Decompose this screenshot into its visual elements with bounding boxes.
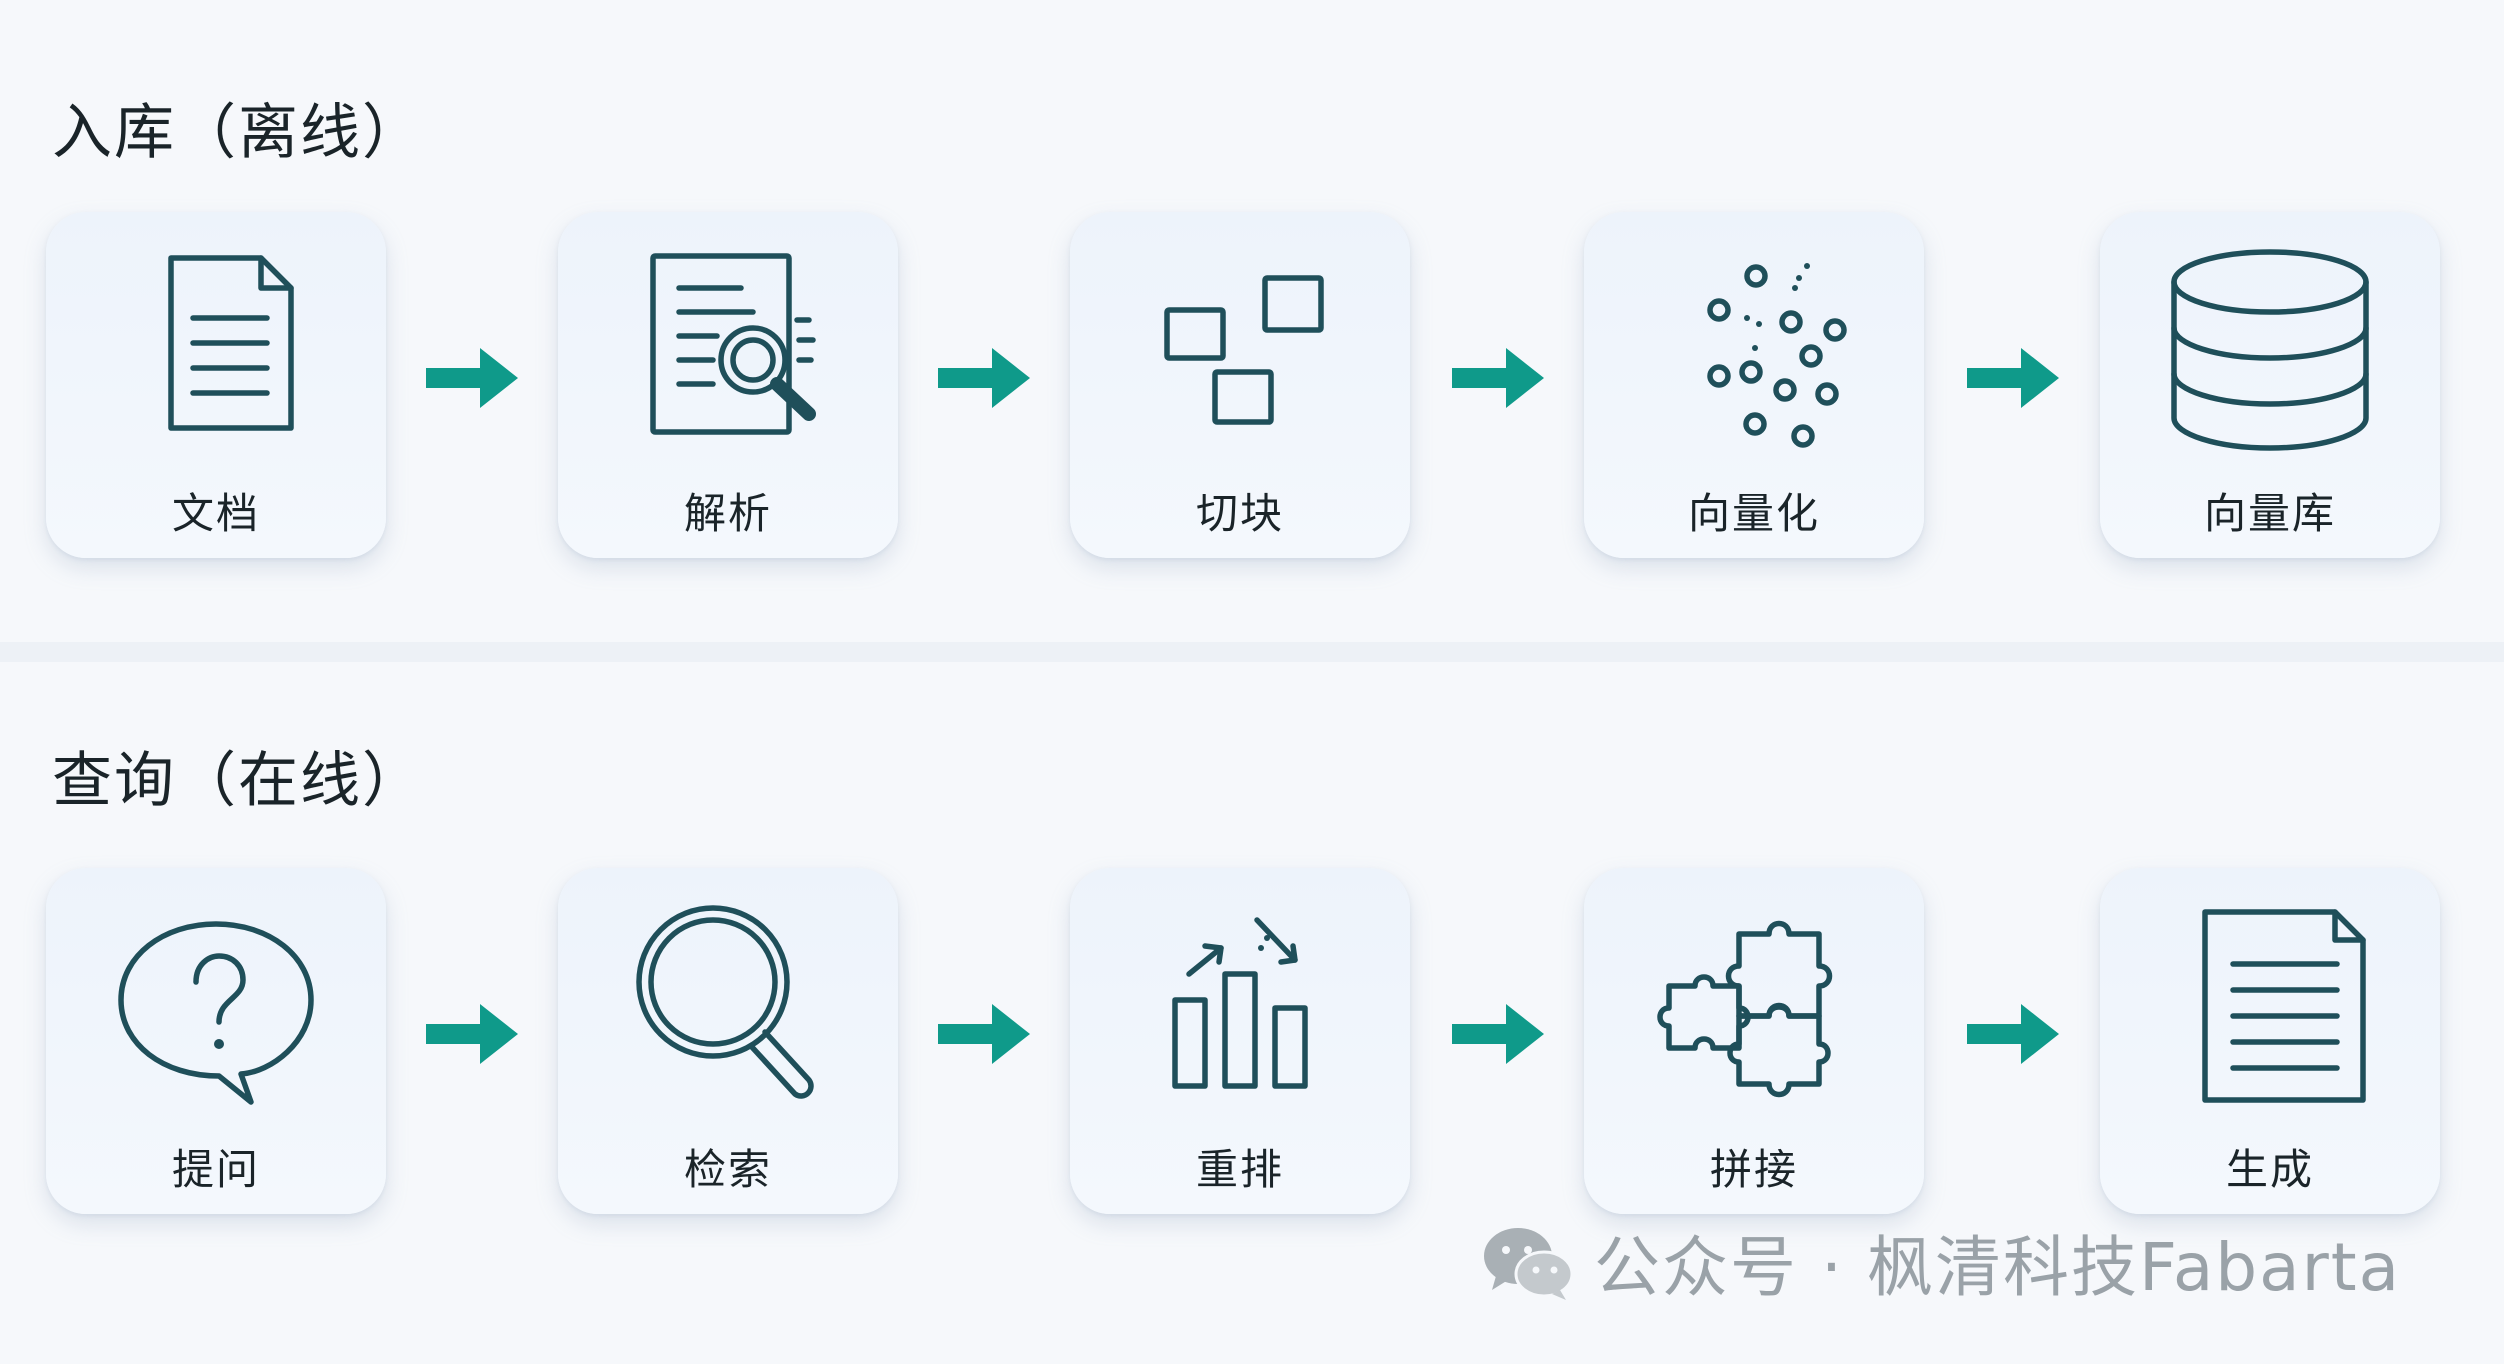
step-label: 拼接: [1709, 1145, 1798, 1194]
arrow-right-icon: [422, 998, 522, 1070]
pipeline-row-online: 提问 检索: [0, 868, 2504, 1218]
section-title-offline: 入库（离线）: [52, 98, 424, 168]
step-label: 提问: [171, 1145, 260, 1194]
question-bubble-icon: [101, 904, 331, 1114]
step-card-chunk: 切块: [1070, 212, 1410, 558]
step-label: 重排: [1195, 1145, 1284, 1194]
step-label: 检索: [683, 1145, 772, 1194]
pipeline-row-offline: 文档 解析: [0, 212, 2504, 562]
step-card-vector-db: 向量库: [2100, 212, 2440, 558]
database-icon: [2155, 248, 2385, 458]
document-icon: [101, 248, 331, 458]
arrow-right-icon: [1448, 998, 1548, 1070]
vector-dots-icon: [1639, 248, 1869, 458]
step-card-vectorize: 向量化: [1584, 212, 1924, 558]
search-icon: [613, 904, 843, 1114]
step-card-document: 文档: [46, 212, 386, 558]
wechat-icon: [1478, 1222, 1578, 1302]
watermark-text: 公众号 · 枫清科技Fabarta: [1594, 1229, 2402, 1306]
step-label: 文档: [171, 489, 260, 538]
arrow-right-icon: [1963, 342, 2063, 414]
arrow-right-icon: [1448, 342, 1548, 414]
step-label: 解析: [683, 489, 772, 538]
chunks-icon: [1125, 248, 1355, 458]
step-card-assemble: 拼接: [1584, 868, 1924, 1214]
arrow-right-icon: [934, 998, 1034, 1070]
parse-magnifier-icon: [613, 248, 843, 458]
generated-document-icon: [2155, 904, 2385, 1114]
arrow-right-icon: [934, 342, 1034, 414]
step-card-rerank: 重排: [1070, 868, 1410, 1214]
step-card-retrieve: 检索: [558, 868, 898, 1214]
step-card-parse: 解析: [558, 212, 898, 558]
section-title-online: 查询（在线）: [52, 746, 424, 816]
arrow-right-icon: [422, 342, 522, 414]
step-label: 向量化: [1687, 489, 1820, 538]
section-divider: [0, 642, 2504, 662]
watermark: 公众号 · 枫清科技Fabarta: [1478, 1222, 2401, 1306]
puzzle-icon: [1639, 904, 1869, 1114]
step-label: 切块: [1195, 489, 1284, 538]
step-card-question: 提问: [46, 868, 386, 1214]
step-label: 生成: [2225, 1145, 2314, 1194]
arrow-right-icon: [1963, 998, 2063, 1070]
rerank-bars-icon: [1125, 904, 1355, 1114]
step-card-generate: 生成: [2100, 868, 2440, 1214]
step-label: 向量库: [2203, 489, 2336, 538]
